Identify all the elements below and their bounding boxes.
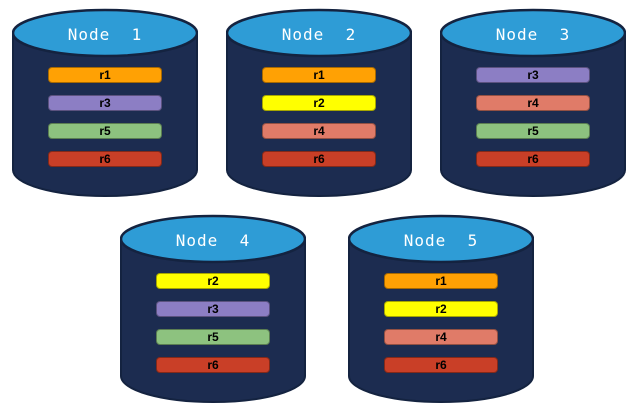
replica-list: r2 r3 r5 r6 <box>156 273 270 373</box>
node-title: Node 2 <box>281 24 357 44</box>
database-node: Node 5 r1 r2 r4 r6 <box>348 214 534 404</box>
replica-label: r5 <box>527 124 539 138</box>
replica-list: r1 r2 r4 r6 <box>384 273 498 373</box>
replica-label: r1 <box>435 274 447 288</box>
replica-label: r4 <box>527 96 539 110</box>
replica-bar: r2 <box>384 301 498 317</box>
replica-label: r6 <box>313 152 325 166</box>
replica-bar: r6 <box>48 151 162 167</box>
replica-bar: r6 <box>476 151 590 167</box>
replica-label: r4 <box>435 330 447 344</box>
replica-label: r3 <box>207 302 219 316</box>
replica-bar: r5 <box>48 123 162 139</box>
node-title: Node 4 <box>175 230 251 250</box>
replica-label: r3 <box>99 96 111 110</box>
replica-bar: r3 <box>156 301 270 317</box>
node-title: Node 3 <box>495 24 571 44</box>
replica-label: r6 <box>99 152 111 166</box>
replica-label: r3 <box>527 68 539 82</box>
replica-label: r2 <box>313 96 325 110</box>
replica-label: r1 <box>313 68 325 82</box>
replica-list: r3 r4 r5 r6 <box>476 67 590 167</box>
node-title: Node 5 <box>403 230 479 250</box>
replica-bar: r3 <box>476 67 590 83</box>
replica-bar: r4 <box>476 95 590 111</box>
replica-bar: r2 <box>156 273 270 289</box>
database-node: Node 2 r1 r2 r4 r6 <box>226 8 412 198</box>
replica-label: r1 <box>99 68 111 82</box>
replica-bar: r1 <box>48 67 162 83</box>
database-node: Node 3 r3 r4 r5 r6 <box>440 8 626 198</box>
replica-label: r6 <box>435 358 447 372</box>
replica-label: r5 <box>207 330 219 344</box>
database-node: Node 1 r1 r3 r5 r6 <box>12 8 198 198</box>
replica-bar: r6 <box>262 151 376 167</box>
replica-label: r6 <box>207 358 219 372</box>
replica-bar: r4 <box>384 329 498 345</box>
replica-label: r2 <box>435 302 447 316</box>
replica-bar: r1 <box>262 67 376 83</box>
replica-bar: r5 <box>156 329 270 345</box>
replica-list: r1 r3 r5 r6 <box>48 67 162 167</box>
node-title: Node 1 <box>67 24 143 44</box>
replica-list: r1 r2 r4 r6 <box>262 67 376 167</box>
replica-bar: r6 <box>156 357 270 373</box>
replica-label: r5 <box>99 124 111 138</box>
database-node: Node 4 r2 r3 r5 r6 <box>120 214 306 404</box>
replica-bar: r6 <box>384 357 498 373</box>
replica-bar: r1 <box>384 273 498 289</box>
replica-label: r4 <box>313 124 325 138</box>
replica-bar: r4 <box>262 123 376 139</box>
replica-bar: r5 <box>476 123 590 139</box>
replica-bar: r3 <box>48 95 162 111</box>
replica-label: r6 <box>527 152 539 166</box>
replica-label: r2 <box>207 274 219 288</box>
replica-bar: r2 <box>262 95 376 111</box>
